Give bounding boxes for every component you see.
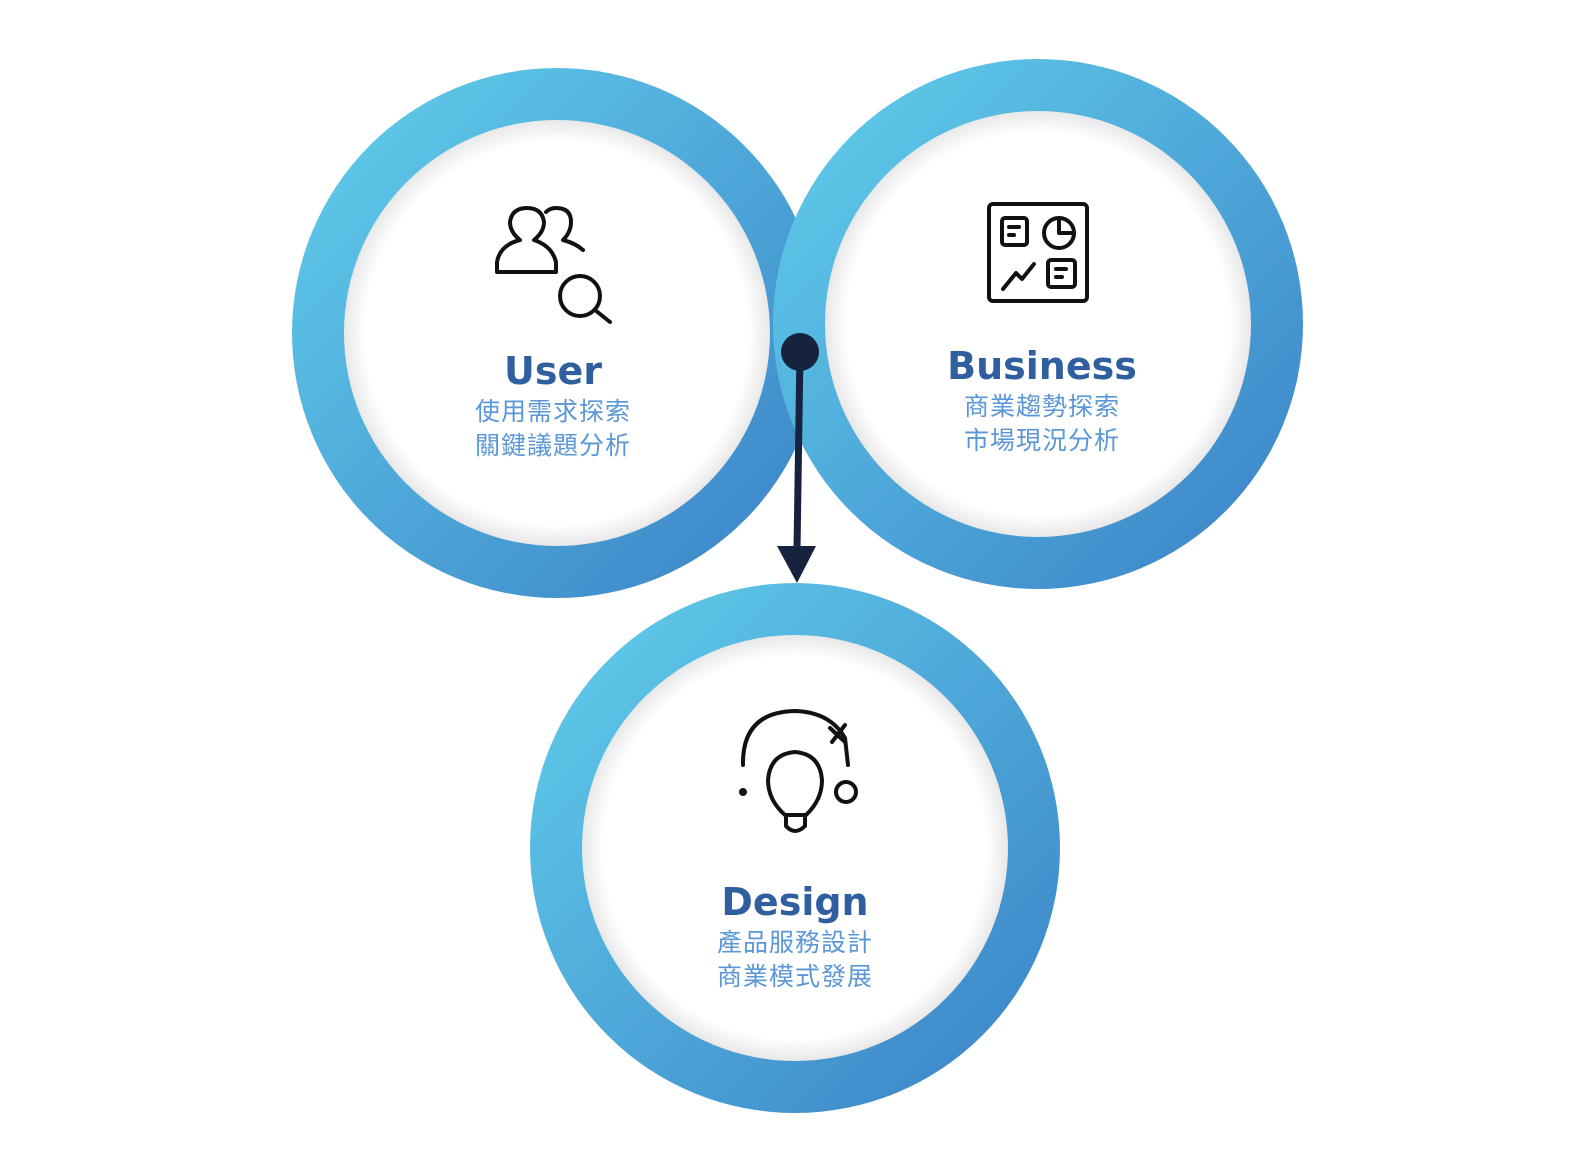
business-inner-circle — [825, 111, 1251, 537]
arrow-head — [777, 546, 816, 583]
user-line-2: 關鍵議題分析 — [475, 431, 631, 460]
arrow-line — [793, 351, 804, 551]
design-inner-circle — [582, 635, 1008, 1061]
users-search-icon — [495, 206, 612, 324]
user-title: User — [504, 349, 602, 393]
business-line-2: 市場現況分析 — [964, 426, 1120, 455]
business-line-1: 商業趨勢探索 — [964, 392, 1120, 421]
lightbulb-idea-icon — [739, 709, 858, 833]
user-inner-circle — [344, 120, 770, 546]
dashboard-report-icon — [987, 202, 1089, 303]
user-node: User 使用需求探索 關鍵議題分析 — [292, 68, 822, 598]
flow-arrow — [777, 333, 819, 583]
business-node: Business 商業趨勢探索 市場現況分析 — [773, 59, 1303, 589]
design-line-2: 商業模式發展 — [717, 962, 873, 991]
user-line-1: 使用需求探索 — [475, 397, 631, 426]
design-title: Design — [721, 880, 868, 924]
design-node: Design 產品服務設計 商業模式發展 — [530, 583, 1060, 1113]
business-title: Business — [947, 344, 1137, 388]
design-line-1: 產品服務設計 — [717, 928, 873, 957]
